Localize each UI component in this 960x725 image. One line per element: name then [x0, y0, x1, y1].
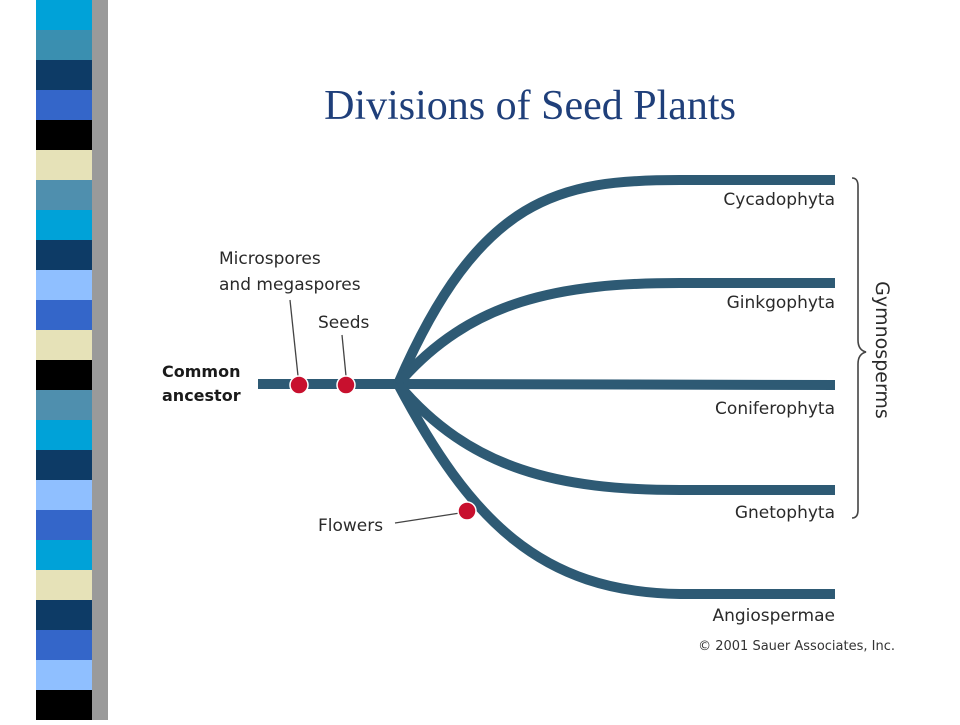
stripe-segment	[36, 330, 92, 361]
annotation-pointers	[289, 299, 461, 524]
branch-cycadophyta	[393, 175, 835, 386]
branch-coniferophyta	[397, 379, 836, 390]
flowers-pointer	[394, 512, 461, 524]
stripe-segment	[36, 120, 92, 151]
stripe-segment	[36, 270, 92, 301]
taxon-label-cycadophyta: Cycadophyta	[723, 190, 835, 210]
seeds-pointer	[341, 334, 347, 377]
event-label-seeds: Seeds	[318, 313, 370, 333]
stripe-segment	[36, 210, 92, 241]
micro-marker	[289, 375, 309, 395]
stripe-segment	[36, 480, 92, 511]
stripe-segment	[36, 690, 92, 721]
stripe-segment	[36, 510, 92, 541]
stripe-segment	[36, 450, 92, 481]
stripe-segment	[36, 660, 92, 691]
stripe-segment	[36, 630, 92, 661]
stripe-segment	[36, 300, 92, 331]
event-label-flowers: Flowers	[318, 516, 383, 536]
taxon-label-coniferophyta: Coniferophyta	[715, 399, 835, 419]
micro-pointer	[289, 299, 299, 377]
stripe-segment	[36, 240, 92, 271]
stripe-segment	[36, 600, 92, 631]
stripe-segment	[36, 420, 92, 451]
stripe-segment	[36, 60, 92, 91]
branch-ginkgophyta	[394, 278, 835, 388]
taxon-label-ginkgophyta: Ginkgophyta	[727, 293, 835, 313]
stripe-segment	[36, 540, 92, 571]
copyright-label: © 2001 Sauer Associates, Inc.	[698, 639, 895, 654]
taxon-label-gnetophyta: Gnetophyta	[735, 503, 835, 523]
stripe-segment	[36, 150, 92, 181]
stripe-bar-graphic	[36, 0, 108, 721]
event-markers	[289, 375, 477, 521]
decorative-stripe-bar	[0, 0, 112, 721]
seeds-marker	[336, 375, 356, 395]
slide-title: Divisions of Seed Plants	[324, 83, 736, 129]
stripe-segment	[36, 180, 92, 211]
tree-branches	[258, 175, 836, 599]
stripe-segment	[36, 0, 92, 31]
stripe-segment	[36, 360, 92, 391]
taxon-label-angiospermae: Angiospermae	[712, 606, 835, 626]
stripe-segment	[36, 90, 92, 121]
stripe-bar-shadow	[88, 0, 108, 720]
event-label-micro-line1: Microspores	[219, 249, 321, 269]
flowers-marker	[457, 501, 477, 521]
branch-angiospermae	[393, 381, 835, 599]
group-label-gymnosperms: Gymnosperms	[871, 281, 893, 419]
root-label-line2: ancestor	[162, 386, 241, 405]
gymnosperms-bracket	[851, 177, 867, 519]
event-label-micro-line2: and megaspores	[219, 275, 361, 295]
stripe-segment	[36, 570, 92, 601]
stripe-segment	[36, 30, 92, 61]
root-label-line1: Common	[162, 362, 240, 381]
stripe-segment	[36, 390, 92, 421]
branch-gnetophyta	[394, 380, 835, 495]
